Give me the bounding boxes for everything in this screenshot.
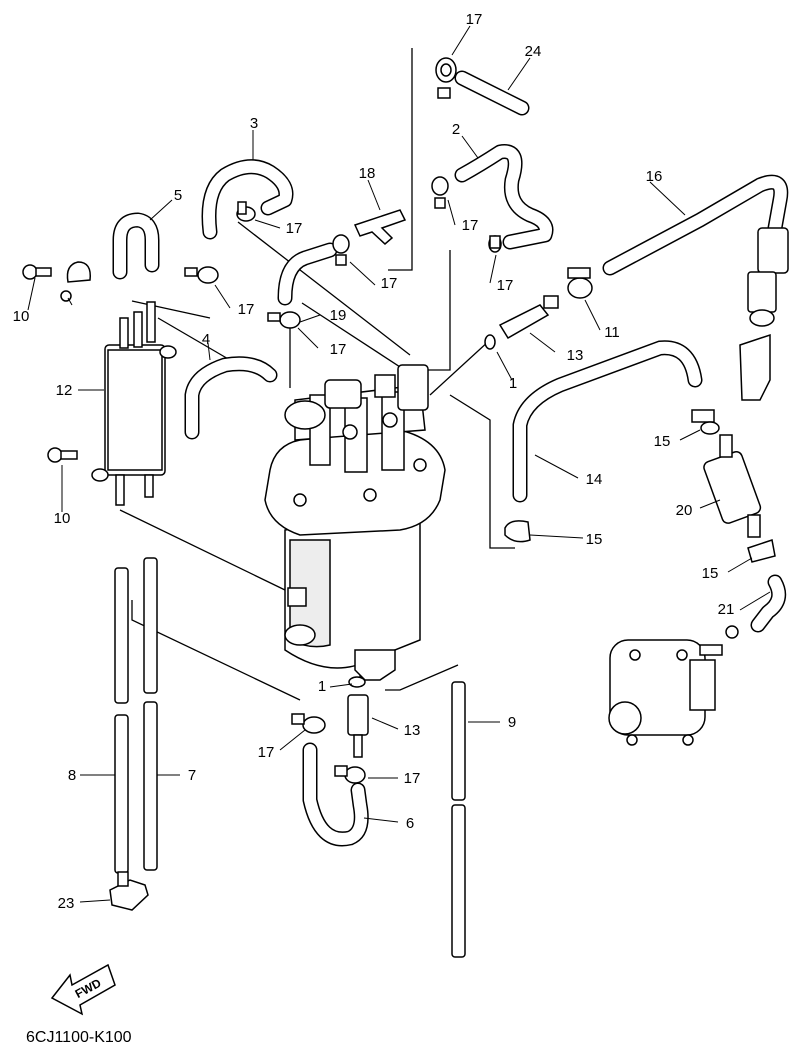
part-label-13: 13: [567, 347, 584, 364]
part-label-2: 2: [452, 121, 460, 138]
part-label-8: 8: [68, 767, 76, 784]
part-label-17: 17: [462, 217, 479, 234]
part-label-6: 5: [174, 187, 182, 204]
part-label-20: 20: [676, 502, 693, 519]
part-label-11: 11: [604, 324, 620, 341]
part-label-17: 17: [286, 220, 303, 237]
small-parts: [22, 209, 789, 911]
part-label-1: 1: [318, 678, 326, 695]
part-label-17: 17: [497, 277, 514, 294]
part-label-18: 18: [359, 165, 376, 182]
part-label-19: 19: [330, 307, 347, 324]
hoses: [112, 70, 789, 958]
part-label-1: 1: [509, 375, 517, 392]
part-label-14: 14: [586, 471, 603, 488]
part-label-23: 24: [525, 43, 542, 60]
catalog-code: 6CJ1100-K100: [26, 1029, 132, 1046]
part-label-5: 6: [406, 815, 414, 832]
fuel-filter-assembly: [264, 364, 446, 681]
part-label-10: 10: [13, 308, 30, 325]
part-label-4: 3: [250, 115, 258, 132]
part-label-16: 16: [646, 168, 663, 185]
part-label-17: 17: [466, 11, 483, 28]
part-label-15: 15: [702, 565, 719, 582]
part-label-17: 17: [404, 770, 421, 787]
part-label-17: 17: [238, 301, 255, 318]
part-label-15: 15: [654, 433, 671, 450]
label-leaders: [27, 25, 771, 903]
fwd-arrow: FWD: [50, 963, 116, 1016]
hose-clips: [184, 57, 502, 784]
part-label-15: 15: [586, 531, 603, 548]
part-label-17: 17: [258, 744, 275, 761]
part-label-3: 4: [202, 331, 210, 348]
part-label-21: 21: [718, 601, 735, 618]
part-label-9: 9: [508, 714, 516, 731]
part-label-17: 17: [330, 341, 347, 358]
part-label-13: 13: [404, 722, 421, 739]
part-label-7: 7: [188, 767, 196, 784]
part-label-10: 10: [54, 510, 71, 527]
part-label-22: 23: [58, 895, 75, 912]
part-labels: 17 24 2 3 5 18 16 17 17 17 17 17 19 17 1…: [13, 11, 735, 912]
part-label-12: 12: [56, 382, 73, 399]
part-label-17: 17: [381, 275, 398, 292]
